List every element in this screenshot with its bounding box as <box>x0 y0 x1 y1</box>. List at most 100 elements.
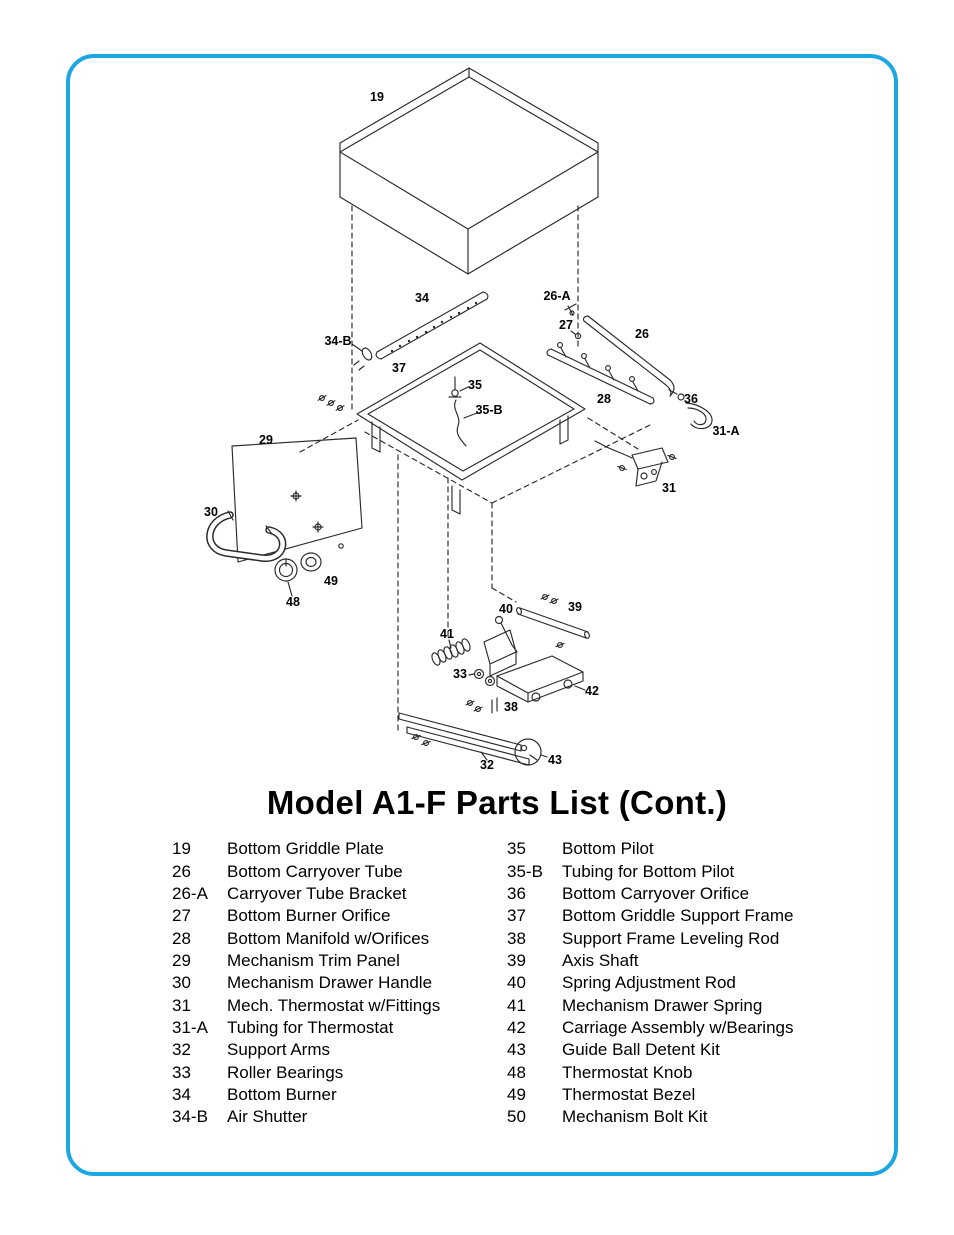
trim-panel-drawing <box>231 437 363 563</box>
parts-row: 30 Mechanism Drawer Handle <box>172 972 482 994</box>
part-description: Bottom Pilot <box>562 839 654 859</box>
callout-27: 27 <box>559 318 573 332</box>
part-description: Mechanism Drawer Handle <box>227 973 433 993</box>
part-description: Tubing for Thermostat <box>227 1017 394 1037</box>
part-number: 38 <box>507 928 526 948</box>
callout-34b: 34-B <box>324 334 351 348</box>
part-number: 26-A <box>172 883 208 903</box>
pilot-tubing-drawing <box>454 399 478 447</box>
part-description: Thermostat Knob <box>562 1062 693 1082</box>
part-number: 26 <box>172 861 191 881</box>
part-number: 29 <box>172 950 191 970</box>
callout-26a: 26-A <box>543 289 570 303</box>
part-description: Mechanism Drawer Spring <box>562 995 763 1015</box>
parts-row: 27 Bottom Burner Orifice <box>172 905 482 927</box>
part-number: 35 <box>507 839 526 859</box>
part-description: Mech. Thermostat w/Fittings <box>227 995 441 1015</box>
part-description: Mechanism Bolt Kit <box>562 1107 708 1127</box>
pilot-drawing <box>448 376 469 398</box>
part-description: Guide Ball Detent Kit <box>562 1040 720 1060</box>
thermostat-drawing <box>594 440 678 487</box>
part-description: Roller Bearings <box>227 1062 344 1082</box>
part-number: 43 <box>507 1040 526 1060</box>
callout-19: 19 <box>370 90 384 104</box>
part-description: Bottom Griddle Plate <box>227 839 384 859</box>
part-number: 37 <box>507 906 526 926</box>
support-frame-drawing <box>316 342 586 515</box>
part-description: Bottom Griddle Support Frame <box>562 906 794 926</box>
part-description: Bottom Manifold w/Orifices <box>227 928 430 948</box>
projection-lines <box>299 205 653 731</box>
part-number: 27 <box>172 906 191 926</box>
part-description: Bottom Carryover Orifice <box>562 883 750 903</box>
parts-row: 49 Thermostat Bezel <box>507 1084 847 1106</box>
callout-40: 40 <box>499 602 513 616</box>
drawer-spring-drawing <box>431 638 471 666</box>
part-number: 39 <box>507 950 526 970</box>
callout-31a: 31-A <box>712 424 739 438</box>
parts-row: 41 Mechanism Drawer Spring <box>507 994 847 1016</box>
part-number: 50 <box>507 1107 526 1127</box>
parts-row: 38 Support Frame Leveling Rod <box>507 927 847 949</box>
part-number: 32 <box>172 1040 191 1060</box>
callout-42: 42 <box>585 684 599 698</box>
part-number: 48 <box>507 1062 526 1082</box>
parts-row: 26-A Carryover Tube Bracket <box>172 883 482 905</box>
griddle-plate-drawing <box>339 67 599 275</box>
parts-row: 34-B Air Shutter <box>172 1106 482 1128</box>
part-description: Support Arms <box>227 1040 330 1060</box>
parts-row: 40 Spring Adjustment Rod <box>507 972 847 994</box>
callout-29: 29 <box>259 433 273 447</box>
detent-kit-drawing <box>514 738 548 766</box>
part-number: 28 <box>172 928 191 948</box>
page-title: Model A1-F Parts List (Cont.) <box>266 784 728 821</box>
spring-adjustment-rod-drawing <box>494 615 518 653</box>
callout-43: 43 <box>548 753 562 767</box>
drawer-handle-drawing <box>206 510 287 562</box>
thermostat-tubing-drawing <box>685 402 713 430</box>
callout-35: 35 <box>468 378 482 392</box>
parts-row: 35 Bottom Pilot <box>507 838 847 860</box>
bottom-burner-drawing <box>375 291 489 360</box>
part-number: 35-B <box>507 861 543 881</box>
part-number: 40 <box>507 973 526 993</box>
callout-30: 30 <box>204 505 218 519</box>
part-description: Carriage Assembly w/Bearings <box>562 1017 794 1037</box>
support-arms-drawing <box>398 712 530 766</box>
callout-26: 26 <box>635 327 649 341</box>
part-number: 34-B <box>172 1107 208 1127</box>
carryover-orifice-drawing <box>668 389 685 401</box>
callout-32: 32 <box>480 758 494 772</box>
axis-shaft-drawing <box>516 592 590 639</box>
part-description: Spring Adjustment Rod <box>562 973 736 993</box>
parts-row: 32 Support Arms <box>172 1039 482 1061</box>
callout-labels: 19 34 26-A 27 26 34-B 37 35 35-B 28 36 3… <box>204 90 740 772</box>
part-description: Support Frame Leveling Rod <box>562 928 780 948</box>
parts-row: 36 Bottom Carryover Orifice <box>507 883 847 905</box>
callout-49: 49 <box>324 574 338 588</box>
callout-48: 48 <box>286 595 300 609</box>
part-number: 30 <box>172 973 191 993</box>
carryover-tube-drawing <box>582 315 675 397</box>
part-number: 36 <box>507 883 526 903</box>
roller-bearings-drawing <box>468 668 496 687</box>
part-description: Bottom Burner Orifice <box>227 906 391 926</box>
part-number: 31 <box>172 995 191 1015</box>
part-description: Air Shutter <box>227 1107 308 1127</box>
part-number: 41 <box>507 995 526 1015</box>
callout-36: 36 <box>684 392 698 406</box>
parts-row: 43 Guide Ball Detent Kit <box>507 1039 847 1061</box>
thermostat-bezel-drawing <box>300 552 322 572</box>
callout-35b: 35-B <box>475 403 502 417</box>
part-description: Carryover Tube Bracket <box>227 883 407 903</box>
manifold-drawing <box>546 342 655 405</box>
part-number: 49 <box>507 1084 526 1104</box>
callout-38: 38 <box>504 700 518 714</box>
part-description: Thermostat Bezel <box>562 1084 696 1104</box>
